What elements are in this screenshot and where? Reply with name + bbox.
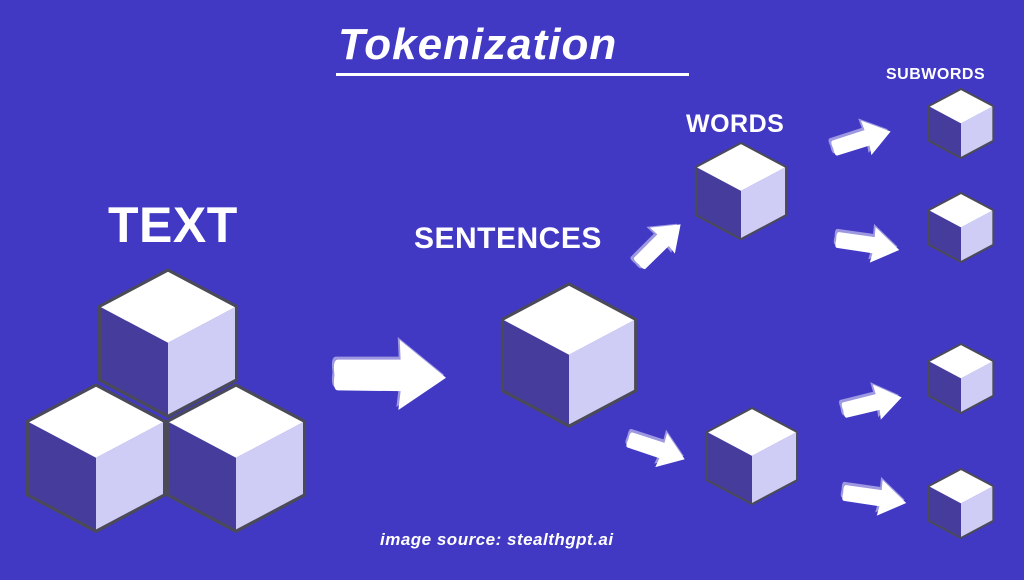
stage-label-subwords: SUBWORDS [886,66,986,83]
text-cube-top-icon [97,268,239,418]
arrow-word1-to-subword-2-icon [833,223,900,263]
subword-cube-2-icon [927,192,995,263]
stage-label-words: WORDS [686,110,785,138]
text-cube-left-icon [25,383,167,533]
subword-cube-1-icon [927,88,995,159]
word-cube-2-icon [705,406,799,506]
word-cube-1-icon [694,141,788,241]
page-title: Tokenization [338,20,618,69]
stage-label-sentences: SENTENCES [414,222,602,255]
arrow-word2-to-subword-4-icon [840,476,907,516]
arrow-sentences-to-word-1-icon [630,223,681,270]
stage-label-text: TEXT [108,197,238,253]
arrow-word2-to-subword-3-icon [839,382,902,420]
subword-cube-3-icon [927,343,995,414]
arrow-word1-to-subword-1-icon [828,118,891,156]
title-underline [336,73,689,76]
image-source-credit: image source: stealthgpt.ai [380,530,614,549]
sentence-cube-icon [500,282,638,428]
arrow-sentences-to-word-2-icon [625,428,685,468]
arrow-text-to-sentences-icon [331,337,446,410]
text-cube-right-icon [165,383,307,533]
subword-cube-4-icon [927,468,995,539]
